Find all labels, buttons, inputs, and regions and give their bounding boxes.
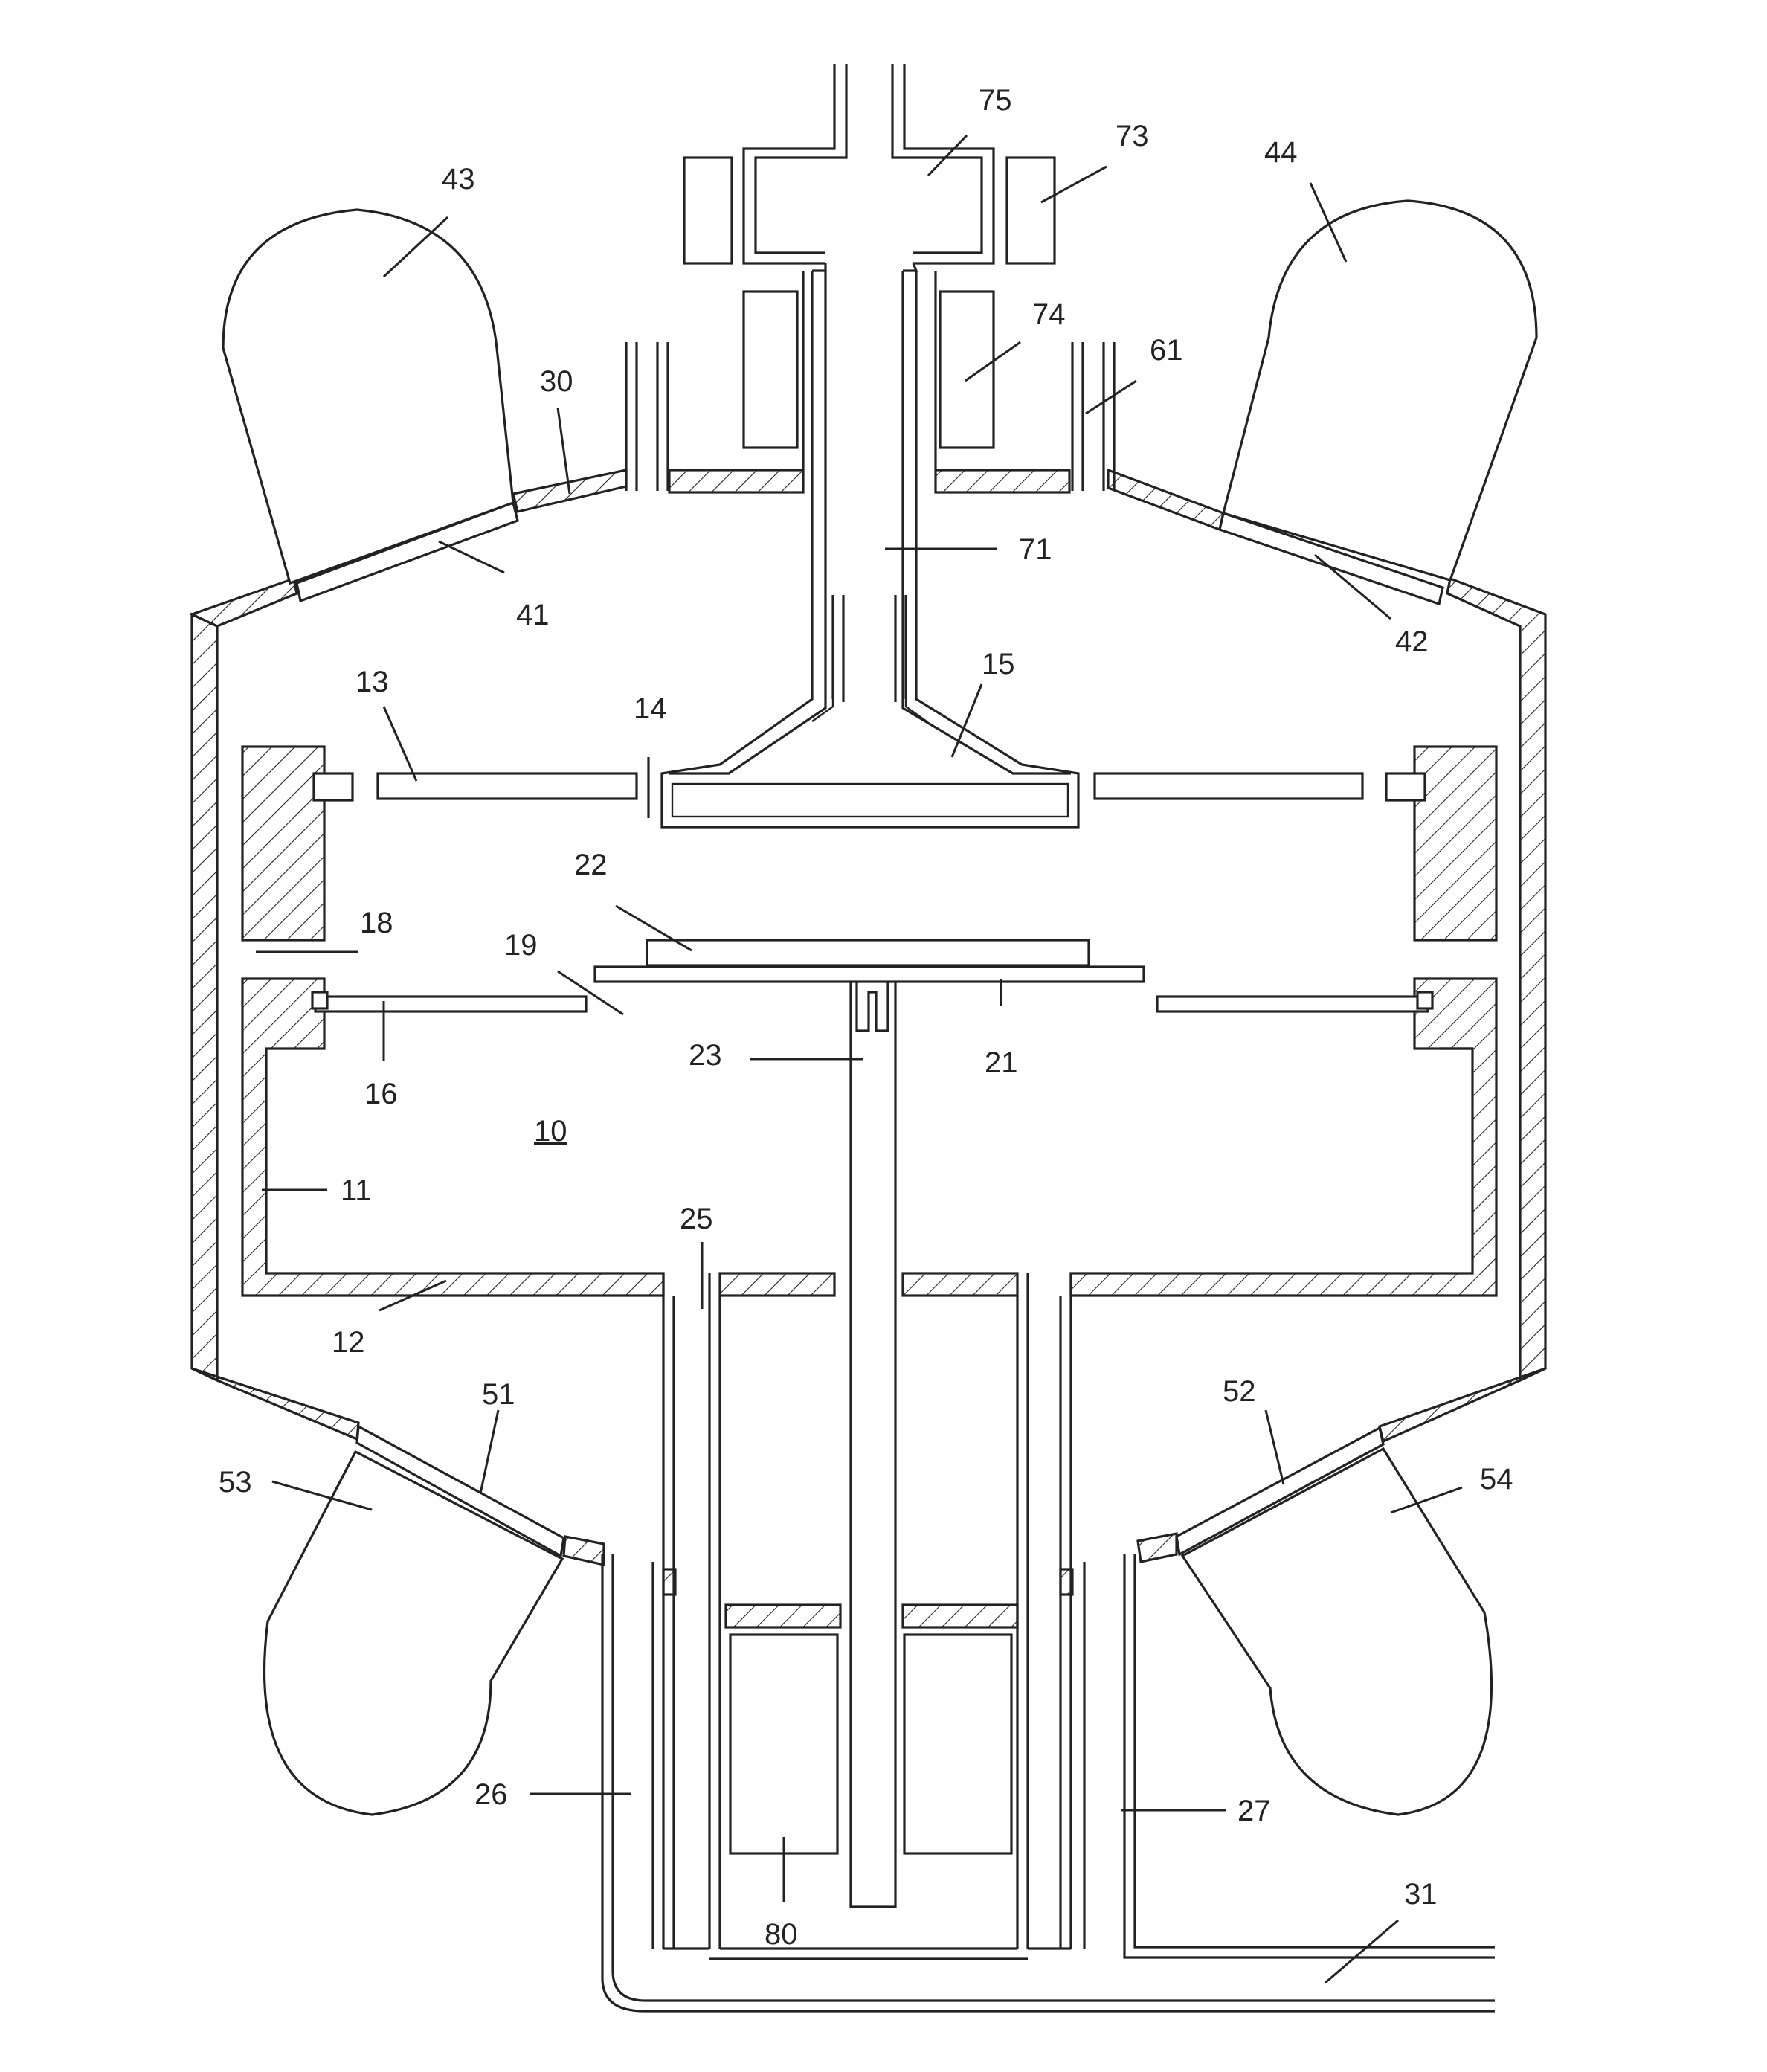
label-52: 52 — [1223, 1375, 1256, 1408]
label-10: 10 — [534, 1115, 567, 1148]
label-19: 19 — [504, 929, 538, 962]
label-25: 25 — [680, 1203, 713, 1235]
label-12: 12 — [332, 1326, 365, 1359]
label-61: 61 — [1150, 334, 1183, 367]
label-74: 74 — [1032, 298, 1066, 331]
label-54: 54 — [1480, 1463, 1513, 1496]
susceptor-plate-21 — [595, 967, 1144, 982]
label-80: 80 — [765, 1918, 798, 1951]
gas-inlet-assembly — [662, 64, 1078, 827]
label-18: 18 — [360, 907, 393, 939]
lamp-53 — [265, 1452, 563, 1815]
label-43: 43 — [442, 163, 475, 196]
label-44: 44 — [1264, 136, 1298, 169]
lamp-54 — [1182, 1449, 1491, 1815]
label-73: 73 — [1116, 120, 1149, 152]
label-75: 75 — [979, 84, 1012, 117]
motor-80-right — [904, 1635, 1011, 1853]
label-71: 71 — [1019, 533, 1052, 566]
label-21: 21 — [985, 1046, 1018, 1079]
label-31: 31 — [1404, 1878, 1438, 1911]
label-13: 13 — [355, 666, 389, 698]
label-11: 11 — [341, 1174, 372, 1207]
label-30: 30 — [540, 365, 573, 398]
lamp-44 — [1223, 201, 1536, 580]
label-53: 53 — [219, 1466, 252, 1499]
label-41: 41 — [516, 599, 550, 631]
label-15: 15 — [982, 648, 1015, 681]
label-16: 16 — [364, 1078, 398, 1110]
label-51: 51 — [482, 1378, 515, 1411]
motor-80-left — [730, 1635, 837, 1853]
coil-74-right — [940, 292, 994, 448]
coil-74-left — [744, 292, 797, 448]
label-42: 42 — [1395, 625, 1429, 658]
magnet-73-left — [684, 158, 732, 263]
substrate-22 — [647, 940, 1089, 965]
label-23: 23 — [689, 1039, 722, 1072]
label-14: 14 — [634, 692, 667, 725]
label-22: 22 — [574, 849, 608, 881]
label-26: 26 — [474, 1778, 508, 1811]
label-27: 27 — [1237, 1795, 1271, 1827]
magnet-73-right — [1007, 158, 1055, 263]
